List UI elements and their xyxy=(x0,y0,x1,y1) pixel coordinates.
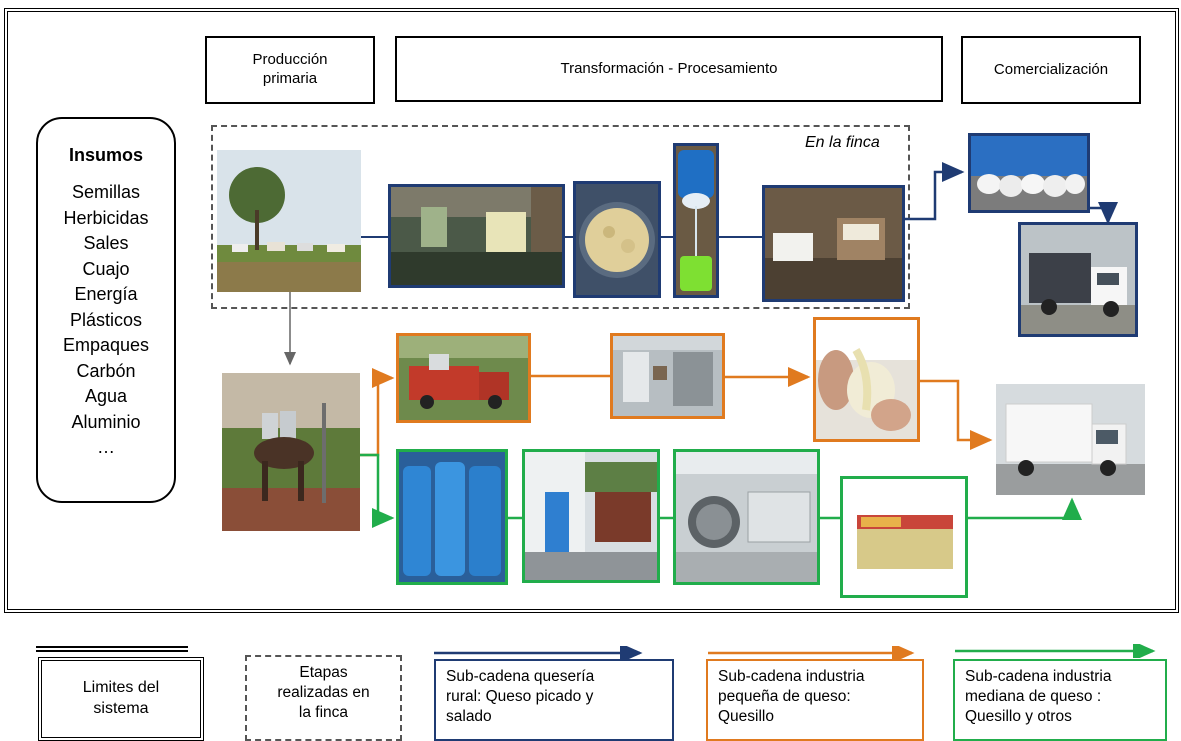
input-item: Semillas xyxy=(71,182,141,202)
input-item: Empaques xyxy=(62,335,150,355)
inputs-title: Insumos xyxy=(68,145,143,165)
packaged-cheese-image xyxy=(843,479,965,595)
legend-rural-arrow xyxy=(434,646,643,660)
legend-farm-stages: Etapas realizadas en la finca xyxy=(245,655,402,741)
input-item: Cuajo xyxy=(82,258,130,279)
photo-plant-yard xyxy=(522,449,660,583)
stage-transformation: Transformación - Procesamiento xyxy=(395,36,943,102)
legend-system-limits-label: Limites del sistema xyxy=(82,679,160,717)
legend-small-arrow xyxy=(708,646,915,660)
blue-barrels-image xyxy=(399,452,505,582)
photo-curd-pot xyxy=(573,181,661,298)
system-boundary xyxy=(4,8,1179,613)
stage-commercialization-label: Comercialización xyxy=(993,60,1109,78)
photo-whey-drain xyxy=(673,143,719,298)
plant-yard-image xyxy=(525,452,657,580)
photo-packaged-cheese xyxy=(840,476,968,598)
whey-drain-image xyxy=(676,146,716,295)
legend-rural-label: Sub-cadena quesería rural: Queso picado … xyxy=(446,668,595,726)
input-item: Herbicidas xyxy=(63,207,149,228)
small-plant-image xyxy=(613,336,722,416)
input-item: Energía xyxy=(74,284,138,304)
legend-system-line xyxy=(36,646,188,652)
farm-region xyxy=(211,125,910,309)
photo-cattle-field xyxy=(217,150,361,292)
input-item: Plásticos xyxy=(69,309,143,330)
photo-cheese-press xyxy=(762,185,905,302)
stage-transformation-label: Transformación - Procesamiento xyxy=(560,59,778,77)
input-item: … xyxy=(97,437,115,457)
cheese-press-image xyxy=(765,188,902,299)
input-item: Aluminio xyxy=(71,411,141,432)
cattle-field-image xyxy=(217,150,361,292)
legend-farm-stages-label: Etapas realizadas en la finca xyxy=(277,664,370,722)
industrial-plant-image xyxy=(676,452,817,582)
legend-rural: Sub-cadena quesería rural: Queso picado … xyxy=(434,659,674,741)
mule-cans-image xyxy=(222,373,360,531)
milk-tanks-image xyxy=(391,187,562,285)
arrow-orange-4 xyxy=(920,379,993,450)
legend-small-label: Sub-cadena industria pequeña de queso: Q… xyxy=(718,668,865,726)
stretch-cheese-image xyxy=(816,320,917,439)
photo-stretch-cheese xyxy=(813,317,920,442)
photo-milk-tanks xyxy=(388,184,565,288)
photo-blue-barrels xyxy=(396,449,508,585)
input-item: Agua xyxy=(84,386,128,406)
cheese-bags-image xyxy=(971,136,1087,210)
rural-truck-image xyxy=(1021,225,1135,334)
input-item: Carbón xyxy=(76,360,136,381)
legend-small: Sub-cadena industria pequeña de queso: Q… xyxy=(706,659,924,741)
arrow-blue-5 xyxy=(905,162,965,221)
arrow-orange-1 xyxy=(360,368,395,457)
farm-label: En la finca xyxy=(805,134,880,151)
photo-mule-cans xyxy=(222,373,360,531)
photo-cheese-bags xyxy=(968,133,1090,213)
legend-system-limits: Limites del sistema xyxy=(38,657,204,741)
arrow-green-5 xyxy=(968,497,1082,520)
stage-primary-production: Producción primaria xyxy=(205,36,375,104)
photo-refrigerated-truck xyxy=(996,384,1145,495)
photo-red-truck xyxy=(396,333,531,423)
photo-rural-truck xyxy=(1018,222,1138,337)
red-truck-image xyxy=(399,336,528,420)
arrow-blue-6 xyxy=(1090,202,1118,225)
photo-small-plant xyxy=(610,333,725,419)
input-item: Sales xyxy=(83,233,129,253)
curd-pot-image xyxy=(576,184,658,295)
refrigerated-truck-image xyxy=(996,384,1145,495)
photo-industrial-plant xyxy=(673,449,820,585)
legend-medium: Sub-cadena industria mediana de queso : … xyxy=(953,659,1167,741)
legend-medium-arrow xyxy=(955,644,1156,658)
arrow-green-1 xyxy=(360,453,395,528)
stage-commercialization: Comercialización xyxy=(961,36,1141,104)
stage-primary-label: Producción primaria xyxy=(252,51,328,87)
legend-medium-label: Sub-cadena industria mediana de queso : … xyxy=(965,668,1112,726)
